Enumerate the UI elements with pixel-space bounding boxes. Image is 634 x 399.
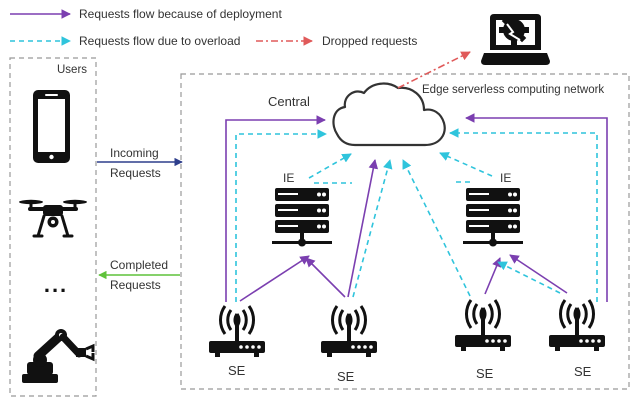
legend-dropped-label: Dropped requests (322, 34, 417, 48)
overload-flow-se1-central (235, 129, 327, 302)
overload-flow-se4-ie (497, 261, 561, 294)
users-ellipsis: ... (44, 272, 68, 297)
deploy-flow-se2-ie (305, 257, 346, 298)
cloud-icon (332, 82, 446, 147)
deploy-flow-se1-central (225, 115, 326, 302)
drone-icon (19, 199, 87, 238)
wireless-router-icon (547, 298, 607, 353)
legend-overload-label: Requests flow due to overload (79, 34, 240, 48)
overload-flow-se4-central (449, 128, 598, 302)
deploy-flow-se4-central (465, 113, 608, 302)
network-label: Edge serverless computing network (422, 84, 604, 96)
deploy-flow-se3-ie (484, 257, 502, 295)
server-rack-icon (272, 188, 332, 247)
se-label-3: SE (476, 366, 494, 381)
deploy-flow-se2-central (347, 159, 379, 298)
legend: Requests flow because of deployment Requ… (10, 7, 417, 48)
overload-flow-se2-central (352, 159, 393, 298)
users-label: Users (57, 64, 87, 76)
dropped-flow (397, 51, 471, 89)
se-label-1: SE (228, 363, 246, 378)
users-box (9, 57, 97, 397)
deploy-flow-se4-ie (509, 254, 568, 294)
incoming-line2: Requests (110, 166, 161, 180)
robot-arm-icon (22, 329, 95, 383)
smartphone-icon (33, 90, 70, 163)
server-rack-icon (463, 188, 523, 247)
se-label-2: SE (337, 369, 355, 384)
overload-flow-ie-left-central (308, 153, 352, 179)
overload-flow-se3-central (402, 159, 471, 297)
legend-deployment-label: Requests flow because of deployment (79, 7, 282, 21)
network-box (180, 73, 630, 390)
completed-line2: Requests (110, 278, 161, 292)
ie-label-right: IE (500, 171, 511, 185)
se-label-4: SE (574, 364, 592, 379)
central-label: Central (268, 94, 310, 109)
wireless-router-icon (319, 304, 379, 359)
deploy-flow-se1-ie (239, 255, 310, 302)
broken-laptop-icon (481, 14, 550, 65)
overload-flow-ie-right-central (439, 152, 493, 177)
ie-label-left: IE (283, 171, 294, 185)
wireless-router-icon (453, 298, 513, 353)
wireless-router-icon (207, 304, 267, 359)
completed-line1: Completed (110, 258, 168, 272)
incoming-line1: Incoming (110, 146, 159, 160)
